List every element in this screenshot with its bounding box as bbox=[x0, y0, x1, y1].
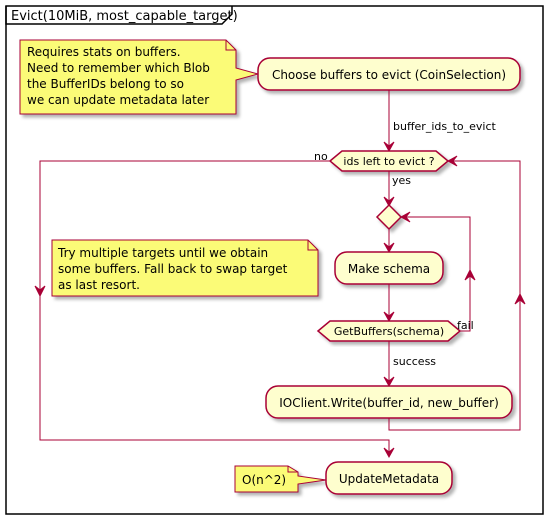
note-line: some buffers. Fall back to swap target bbox=[58, 262, 288, 276]
note-line: we can update metadata later bbox=[27, 93, 209, 107]
frame-title: Evict(10MiB, most_capable_target) bbox=[11, 9, 238, 24]
edge-label-success: success bbox=[393, 355, 436, 368]
activity-make-schema: Make schema bbox=[334, 251, 444, 285]
note-complexity: O(n^2) bbox=[234, 465, 327, 493]
edge-yes-to-merge bbox=[383, 171, 395, 208]
edge-make-schema-to-getbuffers bbox=[383, 284, 395, 323]
diagram-frame: Evict(10MiB, most_capable_target) bbox=[5, 5, 544, 515]
decision-getbuffers: GetBuffers(schema) fail success bbox=[316, 319, 474, 368]
activity-update-metadata: UpdateMetadata bbox=[325, 461, 453, 495]
note-line: as last resort. bbox=[58, 278, 140, 292]
note-line: Requires stats on buffers. bbox=[27, 45, 181, 59]
note-requires-stats: Requires stats on buffers. Need to remem… bbox=[19, 39, 260, 115]
edge-label-yes: yes bbox=[392, 174, 411, 187]
edge-label-fail: fail bbox=[457, 319, 474, 332]
activity-label: UpdateMetadata bbox=[339, 472, 439, 486]
edge-merge-to-make-schema bbox=[383, 229, 395, 254]
activity-choose-buffers: Choose buffers to evict (CoinSelection) bbox=[257, 57, 521, 91]
note-line: Need to remember which Blob bbox=[27, 61, 210, 75]
decision-label: GetBuffers(schema) bbox=[334, 325, 444, 338]
note-line: the BufferIDs belong to so bbox=[27, 77, 184, 91]
note-line: O(n^2) bbox=[242, 473, 286, 487]
activity-label: Make schema bbox=[348, 262, 430, 276]
decision-ids-left: ids left to evict ? no yes bbox=[314, 150, 450, 187]
activity-label: IOClient.Write(buffer_id, new_buffer) bbox=[279, 396, 499, 410]
activity-ioclient-write: IOClient.Write(buffer_id, new_buffer) bbox=[265, 385, 513, 419]
edge-label: buffer_ids_to_evict bbox=[393, 120, 497, 133]
edge-success-to-write bbox=[383, 341, 395, 388]
edge-no-branch bbox=[34, 160, 395, 459]
decision-label: ids left to evict ? bbox=[343, 155, 434, 168]
note-try-targets: Try multiple targets until we obtain som… bbox=[51, 239, 319, 297]
note-line: Try multiple targets until we obtain bbox=[57, 246, 268, 260]
edge-write-loop-back bbox=[388, 155, 526, 431]
activity-label: Choose buffers to evict (CoinSelection) bbox=[272, 68, 506, 82]
edge-choose-to-decision: buffer_ids_to_evict bbox=[383, 90, 497, 153]
edge-label-no: no bbox=[314, 150, 328, 163]
merge-diamond bbox=[375, 203, 403, 231]
edge-fail-loop bbox=[399, 211, 476, 332]
